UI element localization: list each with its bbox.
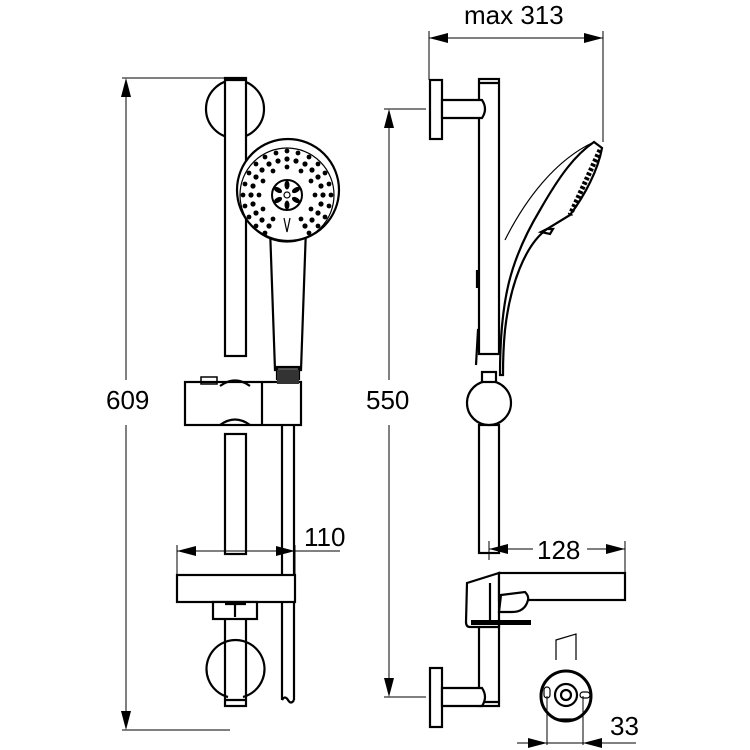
front-slider: [183, 370, 303, 427]
side-slider-ball: [465, 379, 513, 427]
label-total-height: 609: [106, 385, 150, 415]
side-rail: [477, 77, 501, 356]
side-shower-head: [474, 140, 604, 377]
label-bracket-spacing: 550: [366, 385, 410, 415]
dim-33: [517, 696, 636, 748]
dim-550: [384, 108, 426, 698]
side-soap-dish: [464, 571, 627, 629]
front-rail: [223, 76, 248, 358]
label-soap-dish-projection: 128: [537, 535, 581, 565]
hand-shower-handle: [268, 226, 308, 372]
dim-128: [488, 541, 626, 573]
dim-609: [121, 77, 240, 731]
label-fixing-distance: 33: [610, 711, 639, 741]
front-soap-dish: [175, 573, 297, 621]
front-view: [121, 76, 341, 731]
side-bottom-bracket: [428, 666, 444, 729]
side-view: [384, 31, 636, 748]
dim-max-313: [428, 31, 604, 142]
label-soap-dish-width: 110: [304, 522, 346, 552]
shower-head: [235, 137, 341, 243]
dim-110: [176, 545, 340, 575]
bottom-wall-bracket: [205, 638, 266, 699]
slider-bottom-detail: [539, 633, 593, 723]
label-max-projection: max 313: [464, 0, 564, 30]
side-top-bracket: [428, 78, 444, 141]
